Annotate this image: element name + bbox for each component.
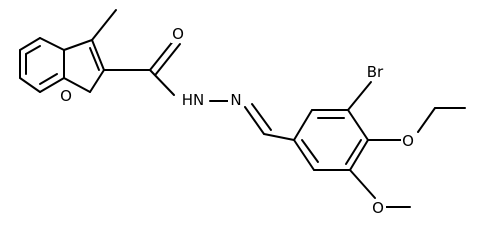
label-bg-oxygen-carbonyl	[171, 25, 186, 43]
oxygen-methoxy-label: O	[372, 199, 384, 217]
bond-furan-1	[63, 39, 93, 51]
bond-bromine	[347, 81, 372, 111]
bond-furan-2	[91, 39, 105, 71]
bond-aryl-inner-3	[301, 139, 319, 163]
nitrogen-hydrazide-label: HN	[182, 91, 205, 109]
bond-benzene-1	[19, 37, 41, 51]
bond-aryl-6	[293, 139, 315, 171]
bond-furan-3	[89, 69, 105, 93]
oxygen-furan-label: O	[60, 87, 72, 105]
bond-methyl	[91, 9, 117, 41]
bond-benzene-4	[39, 77, 65, 93]
bond-furan-4	[63, 77, 91, 93]
bond-benzene-5	[19, 77, 41, 93]
bond-imine-double	[251, 103, 272, 131]
bond-aryl-3	[347, 109, 369, 141]
bromine-label: Br	[367, 63, 384, 81]
label-bg-bromine	[362, 63, 387, 81]
bond-benzene-inner-1	[25, 45, 41, 55]
oxygen-carbonyl-label: O	[172, 25, 184, 43]
bond-n-to-imine-carbon	[244, 106, 265, 135]
bond-imine-carbon-to-aryl	[263, 133, 295, 141]
bond-aryl-inner-2	[345, 139, 362, 165]
bond-aryl-4	[349, 139, 369, 171]
bond-methoxy-oxygen	[349, 169, 376, 199]
bond-aryl-1	[293, 109, 313, 141]
bond-ethoxy-chain-1	[417, 107, 436, 133]
bond-carbonyl-2	[155, 43, 181, 75]
label-bg-ethoxy-o	[401, 132, 416, 150]
nitrogen-imine-label: N	[230, 91, 241, 109]
bond-benzene-2	[39, 37, 65, 51]
molecule-svg: O O HN N Br O O	[19, 9, 466, 217]
chemical-structure-diagram: O O HN N Br O O	[19, 9, 466, 217]
label-bg-methoxy-o	[371, 199, 386, 217]
bond-furan-double	[89, 47, 100, 71]
oxygen-ethoxy-label: O	[402, 132, 414, 150]
label-bg-oxygen-furan	[59, 87, 74, 105]
label-bg-nh	[178, 91, 208, 109]
bond-carbonyl-to-nh	[149, 69, 175, 96]
bond-carbonyl-1	[149, 39, 175, 71]
label-bg-n	[228, 91, 243, 109]
bond-benzene-inner-2	[39, 73, 58, 85]
